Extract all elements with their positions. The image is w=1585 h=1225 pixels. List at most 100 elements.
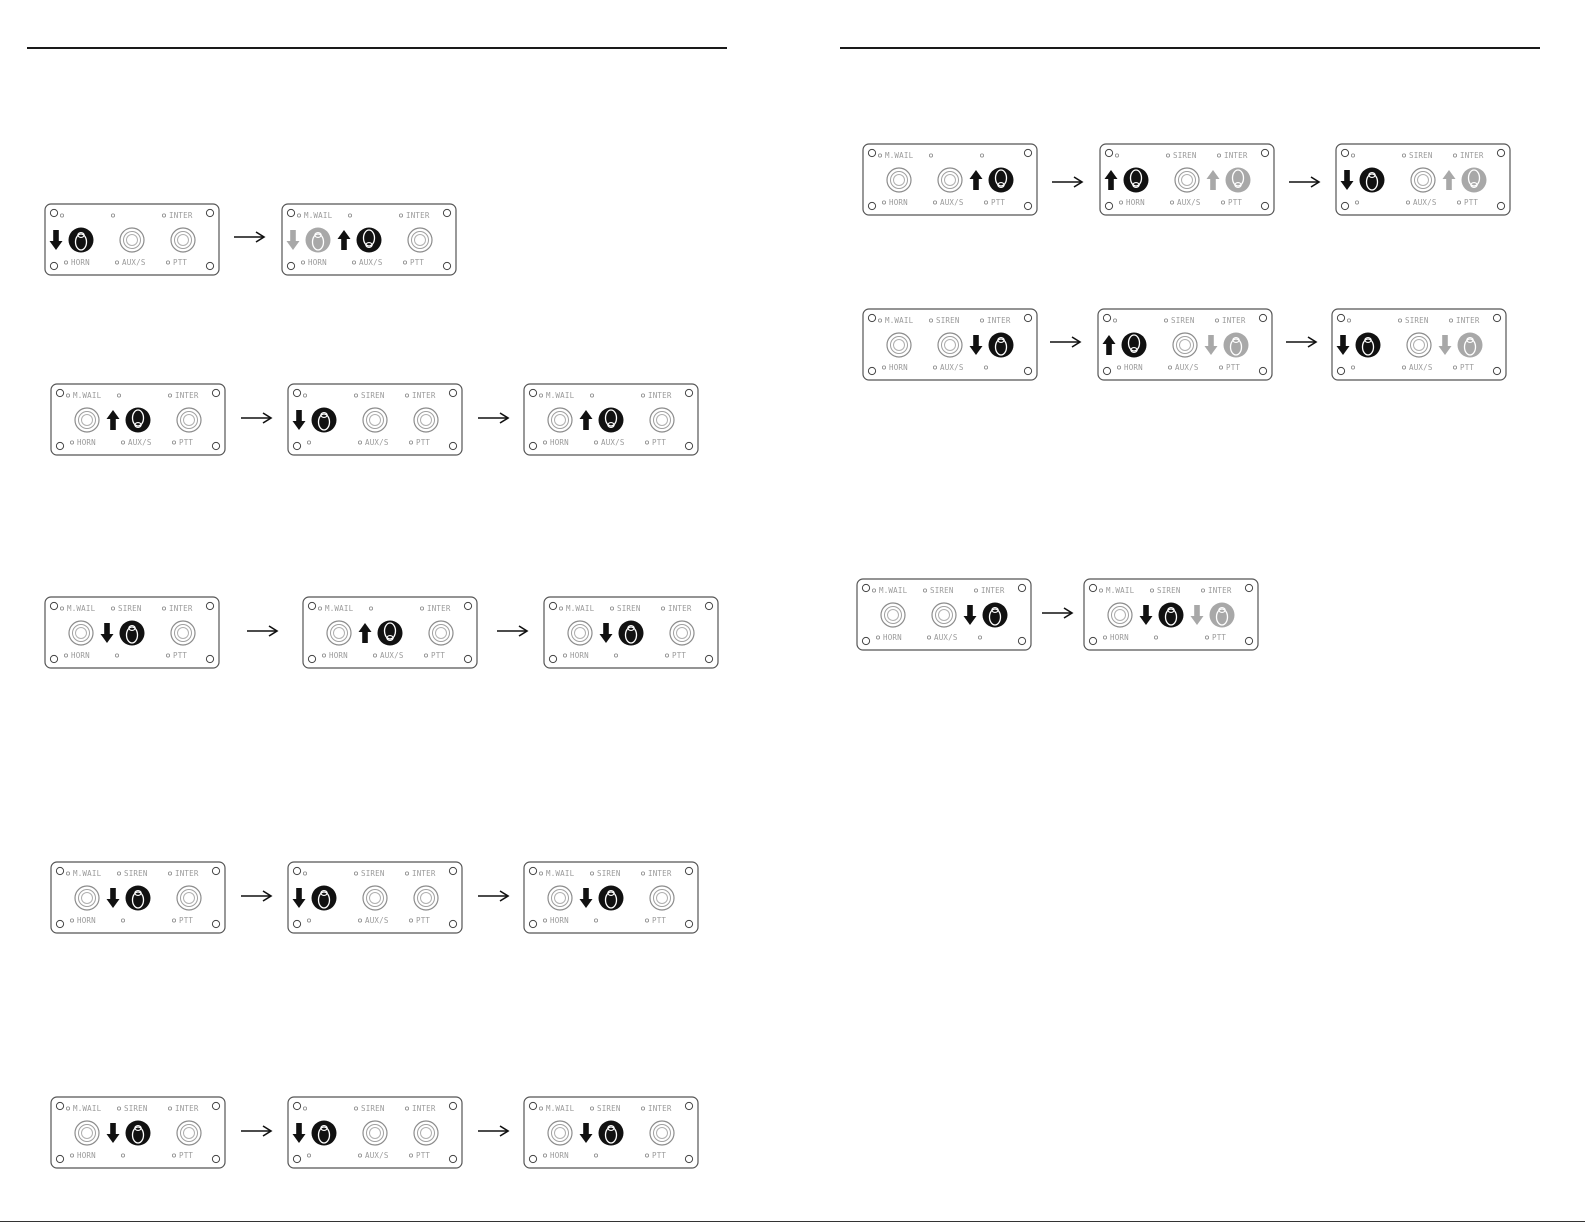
label-aux-s: AUX/S bbox=[1175, 363, 1199, 372]
round-button-icon[interactable] bbox=[649, 885, 675, 911]
round-button-icon[interactable] bbox=[74, 885, 100, 911]
label-horn: HORN bbox=[550, 916, 569, 925]
indicator-led bbox=[974, 588, 979, 593]
toggle-switch-icon[interactable] bbox=[311, 885, 337, 911]
round-button-icon[interactable] bbox=[74, 407, 100, 433]
label-aux-s: AUX/S bbox=[359, 258, 383, 267]
indicator-led bbox=[300, 260, 305, 265]
toggle-switch-icon[interactable] bbox=[1223, 332, 1249, 358]
toggle-switch-icon[interactable] bbox=[125, 1120, 151, 1146]
round-button-icon[interactable] bbox=[886, 167, 912, 193]
toggle-switch-icon[interactable] bbox=[1209, 602, 1235, 628]
label-horn: HORN bbox=[1110, 633, 1129, 642]
round-button-icon[interactable] bbox=[176, 407, 202, 433]
toggle-switch-icon[interactable] bbox=[598, 885, 624, 911]
toggle-switch-icon[interactable] bbox=[598, 407, 624, 433]
round-button-icon[interactable] bbox=[1172, 332, 1198, 358]
round-button-icon[interactable] bbox=[428, 620, 454, 646]
toggle-switch-icon[interactable] bbox=[1158, 602, 1184, 628]
round-button-icon[interactable] bbox=[886, 332, 912, 358]
toggle-switch-icon[interactable] bbox=[305, 227, 331, 253]
round-button-icon[interactable] bbox=[413, 407, 439, 433]
arrow-down-icon bbox=[1204, 335, 1218, 355]
toggle-switch-icon[interactable] bbox=[68, 227, 94, 253]
label-ptt: PTT bbox=[416, 438, 430, 447]
label-siren: SIREN bbox=[1405, 316, 1429, 325]
round-button-icon[interactable] bbox=[362, 885, 388, 911]
screw-hole bbox=[1244, 583, 1254, 593]
round-button-icon[interactable] bbox=[413, 1120, 439, 1146]
toggle-switch-icon[interactable] bbox=[119, 620, 145, 646]
round-button-icon[interactable] bbox=[547, 885, 573, 911]
round-button-icon[interactable] bbox=[176, 885, 202, 911]
round-button-icon[interactable] bbox=[880, 602, 906, 628]
indicator-led bbox=[877, 153, 882, 158]
round-button-icon[interactable] bbox=[362, 1120, 388, 1146]
toggle-switch-icon[interactable] bbox=[988, 332, 1014, 358]
round-button-icon[interactable] bbox=[669, 620, 695, 646]
toggle-switch-icon[interactable] bbox=[1355, 332, 1381, 358]
round-button-icon[interactable] bbox=[176, 1120, 202, 1146]
screw-hole bbox=[205, 208, 215, 218]
arrow-down-icon bbox=[292, 888, 306, 908]
screw-hole bbox=[307, 601, 317, 611]
round-button-icon[interactable] bbox=[74, 1120, 100, 1146]
toggle-switch-icon[interactable] bbox=[1461, 167, 1487, 193]
label-siren: SIREN bbox=[1171, 316, 1195, 325]
toggle-switch-icon[interactable] bbox=[988, 167, 1014, 193]
toggle-switch-icon[interactable] bbox=[356, 227, 382, 253]
indicator-led bbox=[984, 365, 989, 370]
round-button-icon[interactable] bbox=[547, 407, 573, 433]
label-horn: HORN bbox=[883, 633, 902, 642]
round-button-icon[interactable] bbox=[1174, 167, 1200, 193]
arrow-down-icon bbox=[1336, 335, 1350, 355]
indicator-led bbox=[645, 918, 650, 923]
toggle-switch-icon[interactable] bbox=[1457, 332, 1483, 358]
round-button-icon[interactable] bbox=[170, 620, 196, 646]
label-inter: INTER bbox=[1222, 316, 1246, 325]
round-button-icon[interactable] bbox=[649, 1120, 675, 1146]
toggle-switch-icon[interactable] bbox=[311, 1120, 337, 1146]
toggle-switch-icon[interactable] bbox=[1225, 167, 1251, 193]
toggle-switch-icon[interactable] bbox=[125, 885, 151, 911]
round-button-icon[interactable] bbox=[937, 332, 963, 358]
screw-hole bbox=[1260, 148, 1270, 158]
label-horn: HORN bbox=[1124, 363, 1143, 372]
screw-hole bbox=[448, 866, 458, 876]
arrow-up-icon bbox=[337, 230, 351, 250]
screw-hole bbox=[1017, 636, 1027, 646]
round-button-icon[interactable] bbox=[649, 407, 675, 433]
round-button-icon[interactable] bbox=[170, 227, 196, 253]
round-button-icon[interactable] bbox=[1410, 167, 1436, 193]
screw-hole bbox=[292, 866, 302, 876]
round-button-icon[interactable] bbox=[547, 1120, 573, 1146]
round-button-icon[interactable] bbox=[68, 620, 94, 646]
indicator-led bbox=[115, 260, 120, 265]
round-button-icon[interactable] bbox=[413, 885, 439, 911]
screw-hole bbox=[307, 654, 317, 664]
round-button-icon[interactable] bbox=[567, 620, 593, 646]
round-button-icon[interactable] bbox=[1406, 332, 1432, 358]
round-button-icon[interactable] bbox=[326, 620, 352, 646]
toggle-switch-icon[interactable] bbox=[618, 620, 644, 646]
label-aux-s: AUX/S bbox=[365, 1151, 389, 1160]
toggle-switch-icon[interactable] bbox=[982, 602, 1008, 628]
round-button-icon[interactable] bbox=[1107, 602, 1133, 628]
toggle-switch-icon[interactable] bbox=[598, 1120, 624, 1146]
round-button-icon[interactable] bbox=[937, 167, 963, 193]
round-button-icon[interactable] bbox=[119, 227, 145, 253]
label-aux-s: AUX/S bbox=[365, 438, 389, 447]
toggle-switch-icon[interactable] bbox=[377, 620, 403, 646]
page-rule-left bbox=[27, 47, 727, 49]
toggle-switch-icon[interactable] bbox=[311, 407, 337, 433]
toggle-switch-icon[interactable] bbox=[1121, 332, 1147, 358]
label-siren: SIREN bbox=[1157, 586, 1181, 595]
round-button-icon[interactable] bbox=[362, 407, 388, 433]
toggle-switch-icon[interactable] bbox=[125, 407, 151, 433]
arrow-up-icon bbox=[969, 170, 983, 190]
round-button-icon[interactable] bbox=[407, 227, 433, 253]
round-button-icon[interactable] bbox=[931, 602, 957, 628]
indicator-led bbox=[405, 871, 410, 876]
toggle-switch-icon[interactable] bbox=[1359, 167, 1385, 193]
toggle-switch-icon[interactable] bbox=[1123, 167, 1149, 193]
